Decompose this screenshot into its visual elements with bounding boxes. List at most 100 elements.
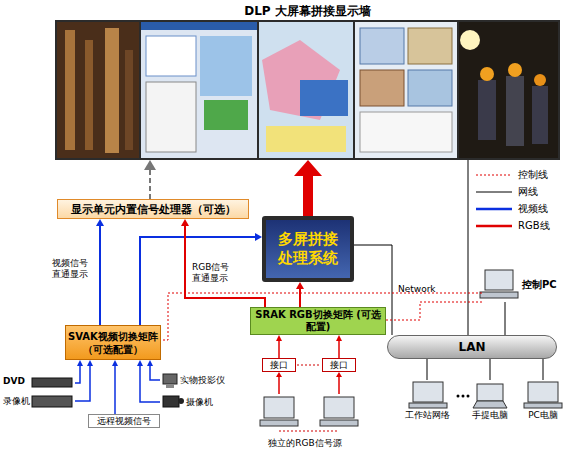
connector <box>147 360 160 380</box>
node-text: SRAK RGB切换矩阵 (可选配置) <box>251 309 385 333</box>
edge-label: Network <box>398 284 448 295</box>
legend-text: 网线 <box>518 185 538 199</box>
photo-detail <box>125 50 133 150</box>
window <box>146 82 196 152</box>
connector-line <box>140 365 160 402</box>
arrow-head <box>276 335 282 341</box>
document-projector: 实物投影仪 <box>160 370 238 390</box>
connector-line <box>299 288 301 307</box>
miner-figure <box>506 76 524 146</box>
interface-box: 接口 <box>262 358 296 372</box>
legend-row: 网线 <box>476 183 576 200</box>
pc: PC电脑 <box>518 380 568 422</box>
window <box>360 112 452 152</box>
splice-processor-monitor: 多屏拼接处理系统 <box>262 216 354 282</box>
window <box>266 126 346 152</box>
vcr-icon <box>32 396 72 407</box>
miner-helmet <box>480 67 494 81</box>
workstation: 工作站网络 <box>398 380 456 422</box>
connector <box>543 359 544 380</box>
legend-row: RGB线 <box>476 217 576 234</box>
connector-line <box>140 237 256 325</box>
arrow-head <box>144 160 156 170</box>
camera-lens <box>178 398 184 404</box>
control-pc: 控制PC <box>482 266 578 302</box>
arrow-head <box>336 372 342 377</box>
photo-detail <box>105 28 119 153</box>
node-text: DLP 大屏幕拼接显示墙 <box>55 3 560 19</box>
laptop-icon <box>477 384 503 401</box>
connector-line <box>150 365 160 380</box>
connector <box>336 335 342 358</box>
connector <box>296 282 304 307</box>
photo-detail <box>85 40 93 150</box>
window <box>360 28 404 64</box>
camera: 摄像机 <box>160 392 230 412</box>
edge-label: 视频信号 直通显示 <box>52 258 96 280</box>
computer-icon <box>409 403 447 408</box>
connector <box>276 335 282 358</box>
connector-line <box>468 160 469 335</box>
legend-line <box>476 191 512 192</box>
legend-line <box>476 174 512 175</box>
window <box>204 100 248 130</box>
node-text: 实物投影仪 <box>180 374 225 387</box>
computer-icon <box>324 397 354 418</box>
arrow-head <box>294 160 322 176</box>
connector <box>75 360 83 383</box>
connector-line <box>278 376 280 394</box>
connector-line <box>427 359 428 380</box>
connector-line <box>75 365 90 401</box>
connector-line <box>149 168 151 199</box>
connector-line <box>303 173 313 216</box>
node-text: PC电脑 <box>518 409 568 422</box>
connector-line <box>114 365 116 414</box>
legend-sample <box>476 205 512 213</box>
ellipsis-dot <box>457 395 460 398</box>
legend-line <box>476 224 512 227</box>
video-matrix-box: SVAK视频切换矩阵（可选配置） <box>65 325 161 360</box>
arrow-head <box>112 360 118 366</box>
miner-figure <box>478 80 496 140</box>
dvd-player: DVD <box>3 374 75 390</box>
connector-line <box>99 225 101 325</box>
computer-icon <box>413 382 443 402</box>
vcr: 录像机 <box>3 393 75 409</box>
connector-line <box>338 376 340 394</box>
rgb-source: 独立的RGB信号源 <box>250 394 360 452</box>
computer-icon <box>260 420 298 426</box>
node-text: 接口 <box>270 359 288 372</box>
photo-detail <box>65 30 75 150</box>
connector <box>490 359 491 380</box>
connector-line <box>543 359 544 380</box>
node-text: 显示单元内置信号处理器（可选） <box>71 202 236 217</box>
connector-line <box>386 302 482 320</box>
connector-line <box>505 302 506 335</box>
wall-panel <box>459 22 558 158</box>
wall-frame <box>55 20 560 160</box>
connector-line <box>161 293 482 340</box>
arrow-head <box>96 219 104 226</box>
node-text: SVAK视频切换矩阵（可选配置） <box>66 330 160 356</box>
projector-icon <box>163 374 177 384</box>
arrow-head <box>87 360 93 366</box>
connector-line <box>490 359 491 380</box>
computer-icon <box>528 382 558 402</box>
ellipsis-dot <box>462 395 465 398</box>
connector-line <box>75 365 80 383</box>
window <box>146 36 196 76</box>
miner-figure <box>532 86 548 144</box>
connector <box>75 360 93 401</box>
window <box>408 28 452 64</box>
legend-text: 视频线 <box>518 202 548 216</box>
arrow-head <box>181 219 189 226</box>
connector-line <box>278 340 280 358</box>
window <box>408 70 452 106</box>
arrow-head <box>255 233 262 241</box>
computer-icon <box>480 292 518 298</box>
lan-bus: LAN <box>387 335 557 359</box>
connector <box>276 372 282 394</box>
node-text: 录像机 <box>3 395 30 408</box>
connector <box>144 160 156 199</box>
